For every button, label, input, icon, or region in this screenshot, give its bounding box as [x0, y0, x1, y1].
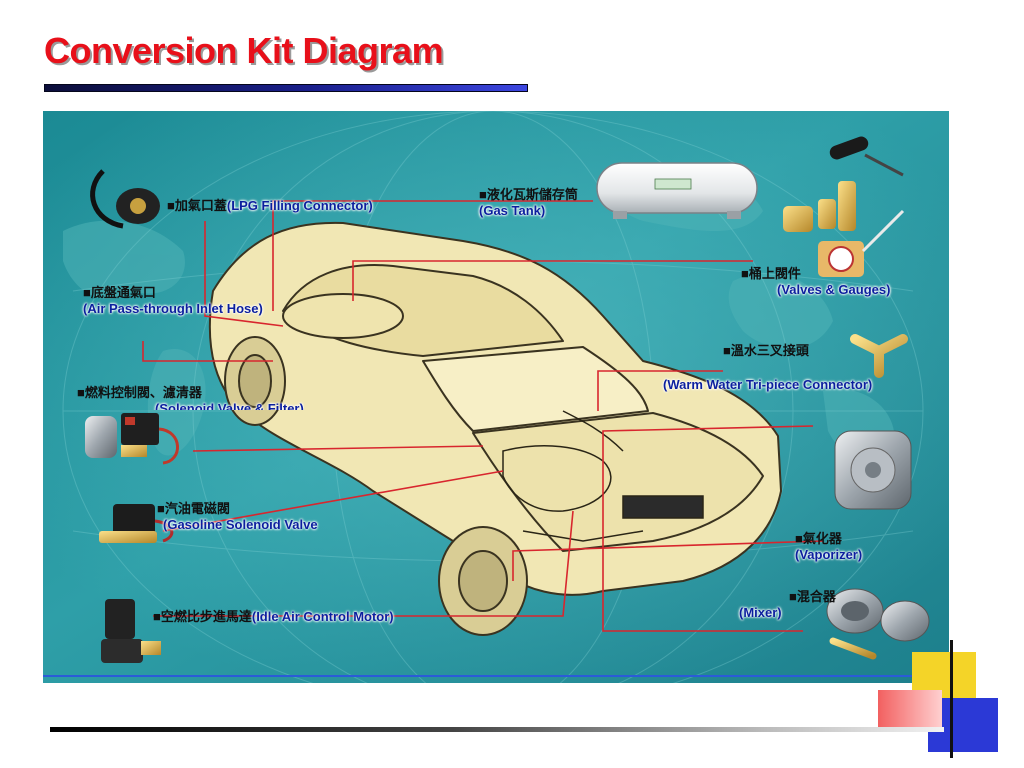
- vaporizer-illustration: [834, 430, 912, 510]
- mixer-illustration: [826, 588, 930, 660]
- callout-label-en: (Vaporizer): [795, 547, 863, 562]
- callout-label-zh: ■底盤通氣口: [83, 285, 156, 300]
- gas-tank-illustration: [596, 162, 758, 219]
- callout-label-en: (Valves & Gauges): [777, 282, 891, 297]
- callout-label-zh: ■空燃比步進馬達: [153, 609, 252, 624]
- callout-idle-air-control: ■空燃比步進馬達(Idle Air Control Motor): [153, 609, 394, 625]
- slide-title: Conversion Kit Diagram: [44, 30, 444, 71]
- callout-label-en: (Gas Tank): [479, 203, 546, 218]
- callout-warm-water-zh: ■溫水三叉接頭: [723, 343, 809, 359]
- callout-solenoid-filter: ■燃料控制閥、濾清器 (Solenoid Valve & Filter): [77, 385, 304, 410]
- conversion-kit-diagram: ■加氣口蓋(LPG Filling Connector) ■液化瓦斯儲存筒 (G…: [43, 111, 949, 683]
- callout-label-zh: ■汽油電磁閥: [157, 501, 230, 516]
- callout-label-zh: ■加氣口蓋: [167, 198, 227, 213]
- callout-label-zh: ■燃料控制閥、濾清器: [77, 385, 202, 400]
- callout-label-en: (Gasoline Solenoid Valve: [163, 517, 318, 532]
- callout-vaporizer: ■氣化器 (Vaporizer): [795, 531, 862, 563]
- callout-valves-gauges: ■桶上閥件 (Valves & Gauges): [741, 266, 890, 298]
- callout-label-zh: ■混合器: [789, 589, 836, 604]
- callout-label-zh: ■液化瓦斯儲存筒: [479, 187, 578, 202]
- callout-lpg-filling-connector: ■加氣口蓋(LPG Filling Connector): [167, 198, 373, 214]
- diagram-artwork: [43, 111, 949, 683]
- callout-label-zh: ■溫水三叉接頭: [723, 343, 809, 358]
- callout-label-en: (Idle Air Control Motor): [251, 609, 394, 624]
- warm-water-connector-illustration: [850, 334, 908, 378]
- solenoid-filter-illustration: [85, 413, 179, 465]
- lpg-filling-connector-illustration: [90, 169, 160, 229]
- footer-rule: [50, 727, 944, 732]
- decor-vertical-line: [950, 640, 953, 758]
- callout-label-en: (Solenoid Valve & Filter): [155, 401, 304, 410]
- callout-mixer: ■混合器 (Mixer): [739, 589, 836, 621]
- callout-label-en: (Mixer): [739, 605, 782, 620]
- callout-gasoline-solenoid: ■汽油電磁閥 (Gasoline Solenoid Valve: [157, 501, 318, 533]
- title-underline: [44, 84, 528, 92]
- callout-label-en: (Air Pass-through Inlet Hose): [83, 301, 263, 316]
- callout-air-pass-through: ■底盤通氣口 (Air Pass-through Inlet Hose): [83, 285, 263, 317]
- idle-air-control-illustration: [101, 599, 161, 663]
- callout-label-zh: ■氣化器: [795, 531, 842, 546]
- callout-gas-tank: ■液化瓦斯儲存筒 (Gas Tank): [479, 187, 578, 219]
- callout-label-en: (Warm Water Tri-piece Connector): [663, 377, 873, 392]
- decor-red-square: [878, 690, 942, 730]
- callout-label-zh: ■桶上閥件: [741, 266, 801, 281]
- callout-label-en: (LPG Filling Connector): [226, 198, 373, 213]
- gasoline-solenoid-illustration: [99, 504, 174, 543]
- valves-gauges-illustration: [783, 136, 905, 277]
- callout-warm-water-en: (Warm Water Tri-piece Connector): [663, 377, 872, 393]
